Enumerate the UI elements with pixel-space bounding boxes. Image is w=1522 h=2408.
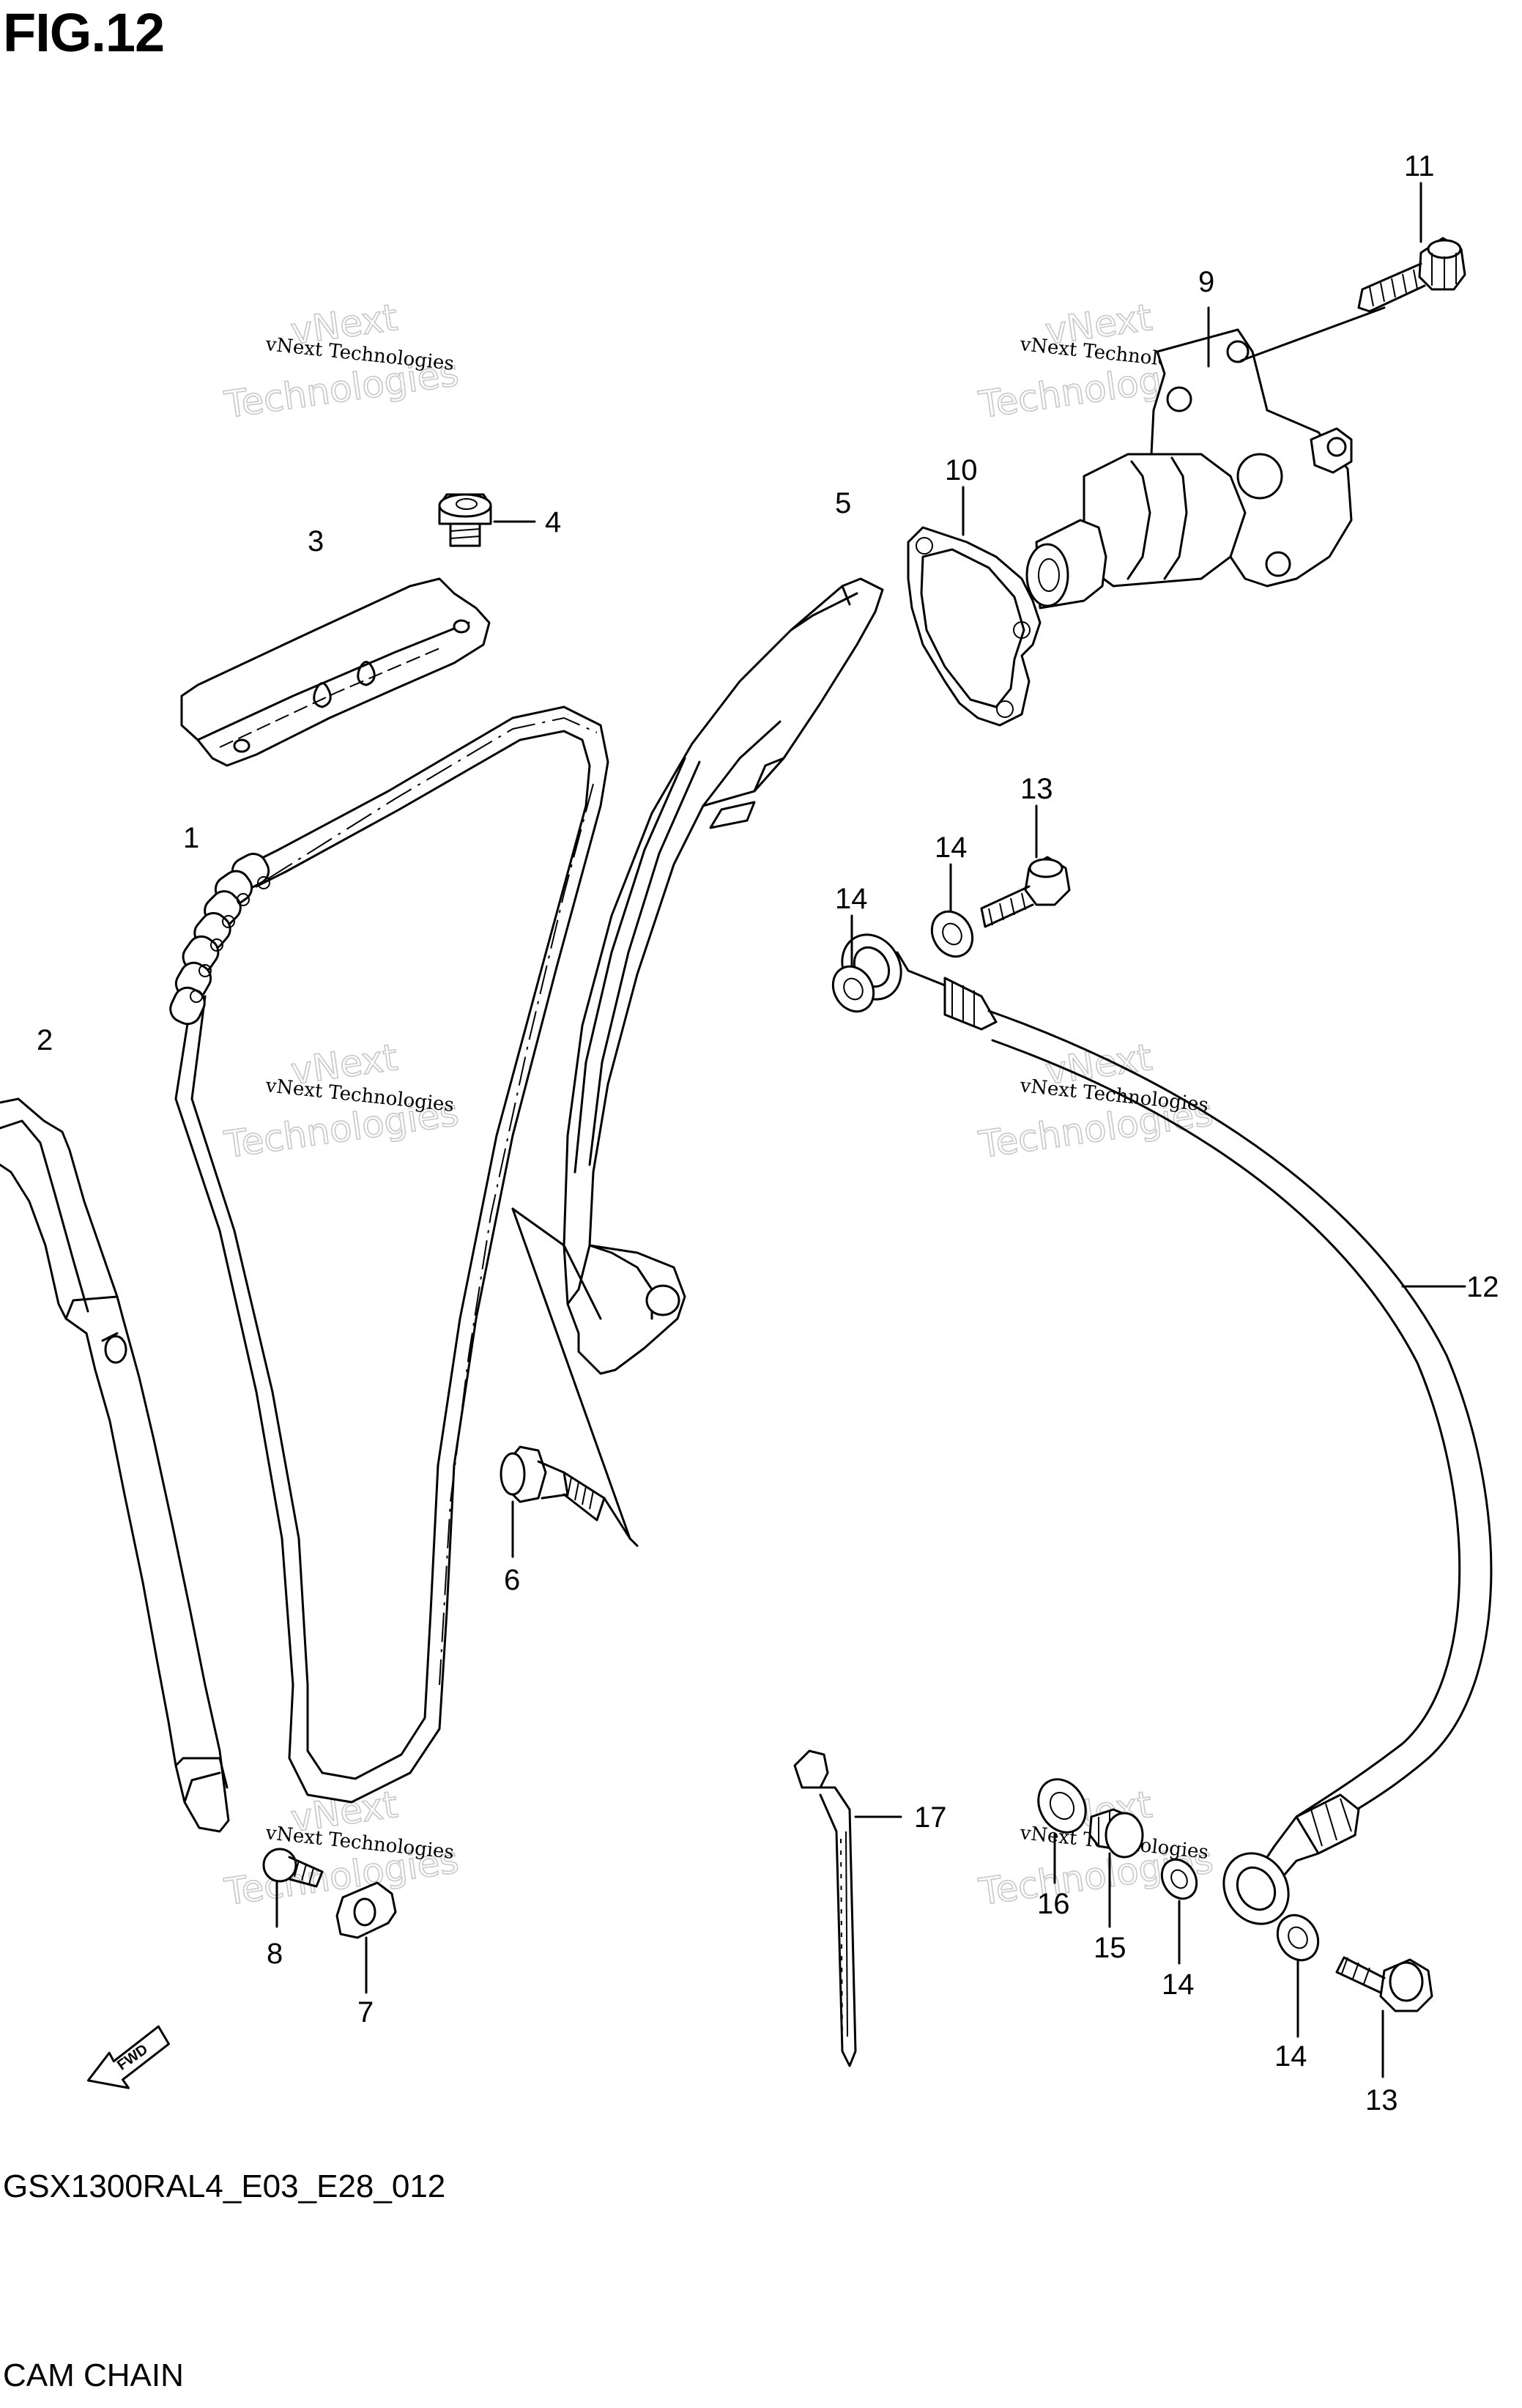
part-9-tensioner-adjuster [1025, 306, 1386, 610]
callout-8: 8 [267, 1938, 283, 1970]
callout-14-b: 14 [935, 831, 968, 864]
callout-16: 16 [1037, 1888, 1070, 1920]
callout-14-d: 14 [1274, 2040, 1307, 2072]
part-16-washer [1037, 1778, 1087, 1884]
part-13-union-bolt-lower [1335, 1956, 1433, 2078]
callout-12: 12 [1466, 1271, 1499, 1303]
callout-15: 15 [1094, 1932, 1126, 1964]
part-11-bolt [1357, 182, 1466, 313]
part-14-washer-c [1160, 1858, 1198, 1965]
part-6-pivot-bolt [500, 1445, 631, 1558]
part-14-washer-d [1276, 1914, 1320, 2038]
callout-4: 4 [545, 506, 561, 538]
part-10-gasket [907, 486, 1042, 727]
part-13-union-bolt-upper [980, 804, 1071, 928]
part-14-washer-a [831, 914, 875, 1013]
part-1-cam-chain [169, 705, 609, 1804]
figure-name: CAM CHAIN [3, 2357, 184, 2393]
callout-5: 5 [835, 487, 851, 519]
callout-2: 2 [37, 1024, 53, 1056]
callout-10: 10 [945, 454, 978, 486]
part-12-oil-hose [841, 933, 1493, 1925]
part-5-tensioner-guide [511, 577, 884, 1547]
part-15-bolt [1088, 1808, 1144, 1928]
watermark-top-left: vNext Technologies vNext Technologies [221, 295, 462, 427]
callout-3: 3 [308, 525, 324, 557]
callout-6: 6 [504, 1564, 520, 1596]
part-4-bolt [438, 493, 536, 547]
part-14-washer-b [930, 863, 974, 958]
callout-13-upper: 13 [1020, 773, 1053, 805]
callout-13-lower: 13 [1365, 2084, 1398, 2116]
watermark-mid-left: vNext Technologies vNext Technologies [221, 1035, 462, 1167]
callout-1: 1 [183, 822, 199, 854]
watermark-bottom-left: vNext Technologies vNext Technologies [221, 1782, 462, 1914]
forward-direction-arrow: FWD [86, 2025, 170, 2089]
part-7-washer [335, 1881, 397, 1994]
part-3-chain-guide-top [180, 577, 491, 767]
part-2-chain-guide [0, 1097, 230, 1833]
callout-7: 7 [357, 1996, 374, 2029]
callout-14-a: 14 [835, 883, 868, 915]
part-17-cable-tie [793, 1749, 902, 2067]
callout-11: 11 [1404, 150, 1435, 182]
figure-code: GSX1300RAL4_E03_E28_012 [3, 2168, 446, 2204]
callout-9: 9 [1198, 266, 1214, 298]
callout-labels: 1 2 3 4 5 6 7 8 9 10 11 12 13 13 14 14 1… [37, 150, 1499, 2116]
part-8-bolt [262, 1848, 324, 1928]
figure-title: FIG.12 [3, 2, 165, 63]
callout-17: 17 [914, 1801, 947, 1834]
callout-14-c: 14 [1162, 1968, 1195, 2001]
